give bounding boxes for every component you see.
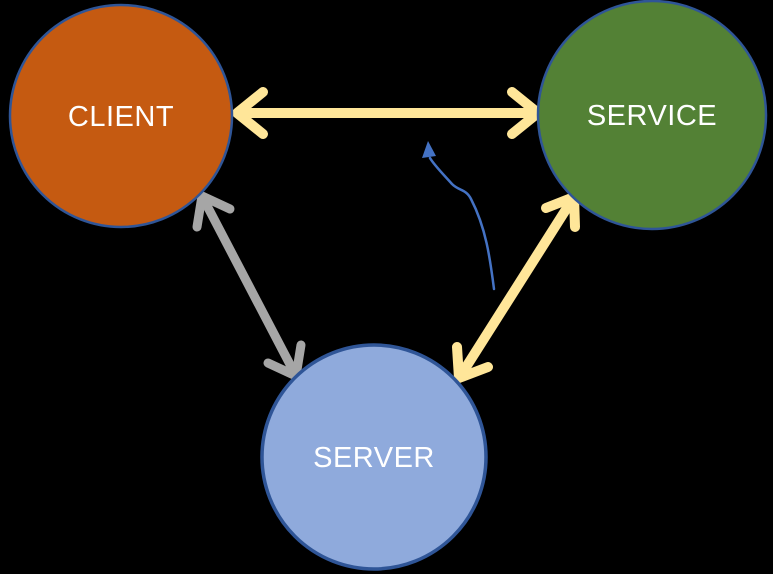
- edge-annotation-arrowhead: [422, 141, 436, 158]
- edge-annotation-curve-path: [428, 156, 496, 291]
- node-server-label: SERVER: [313, 442, 435, 474]
- node-service: SERVICE: [536, 0, 768, 231]
- edge-client-server-shaft: [198, 193, 300, 379]
- node-service-circle: [536, 0, 768, 231]
- edge-service-server-shaft: [456, 195, 577, 380]
- node-server: SERVER: [260, 343, 488, 571]
- node-server-circle: [260, 343, 488, 571]
- edge-service-server-arrowhead-bottom: [452, 342, 493, 383]
- node-client-label: CLIENT: [68, 101, 174, 133]
- edge-client-server-arrowhead-top: [192, 191, 235, 232]
- edge-client-service-arrowhead-left: [232, 87, 268, 139]
- edge-annotation-curve: [422, 141, 496, 291]
- node-client-circle: [8, 3, 234, 229]
- node-client: CLIENT: [8, 3, 234, 229]
- node-service-label: SERVICE: [587, 100, 717, 132]
